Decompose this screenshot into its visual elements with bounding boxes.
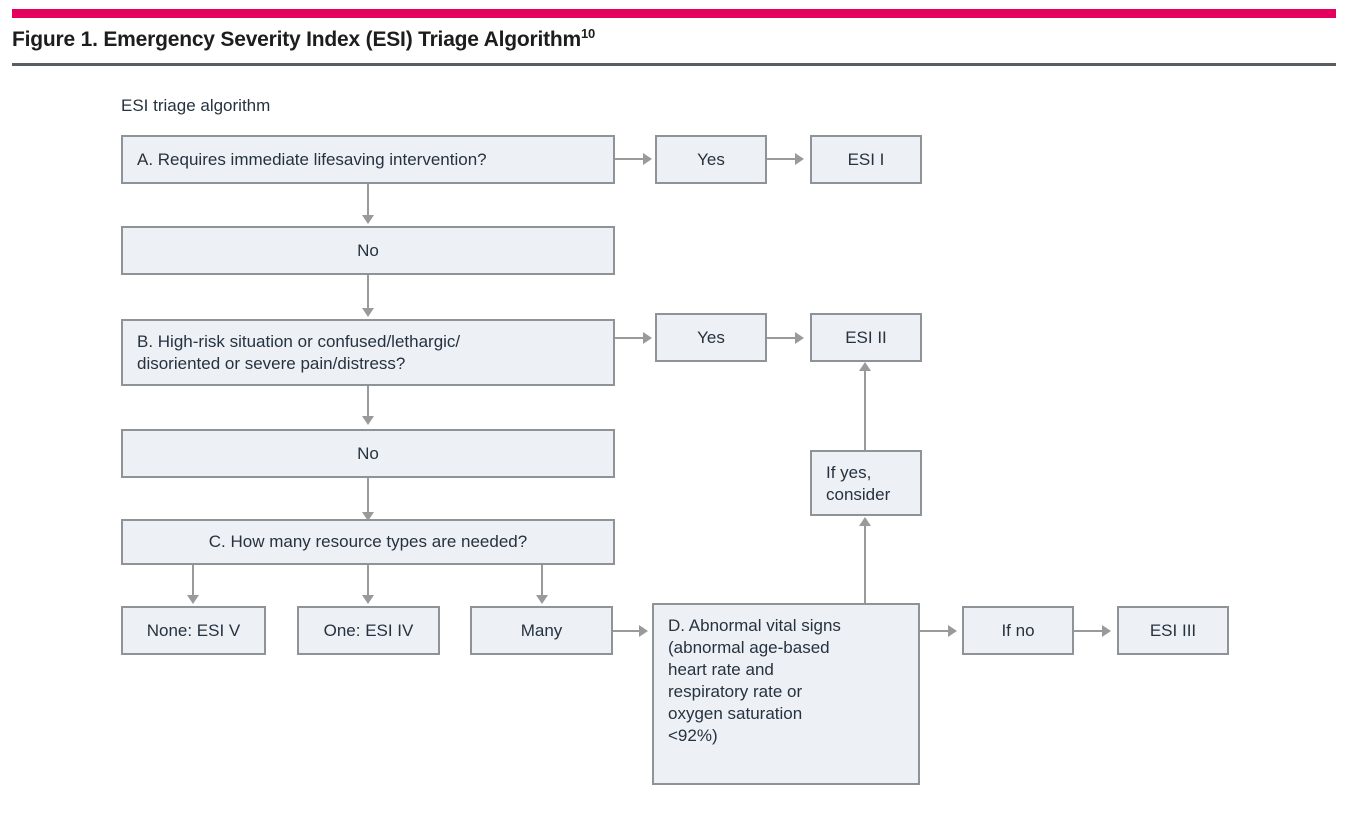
node-b-question-label: B. High-risk situation or confused/letha… — [137, 331, 460, 375]
connector-no1-to-b-arrowhead — [362, 308, 374, 317]
node-if-yes-line1: If yes, — [826, 463, 872, 482]
node-d-line2: (abnormal age-based — [668, 637, 830, 657]
node-c-one: One: ESI IV — [297, 606, 440, 655]
connector-many-to-d-arrowhead — [639, 625, 648, 637]
connector-d-to-ifno-arrowhead — [948, 625, 957, 637]
node-if-yes-consider: If yes, consider — [810, 450, 922, 516]
node-d-question: D. Abnormal vital signs (abnormal age-bas… — [652, 603, 920, 785]
connector-no2-to-c — [367, 478, 369, 514]
node-esi-1-label: ESI I — [847, 149, 885, 169]
node-c-none: None: ESI V — [121, 606, 266, 655]
node-if-no-label: If no — [1001, 620, 1035, 640]
connector-byes-to-esi2 — [767, 337, 797, 339]
node-esi-3: ESI III — [1117, 606, 1229, 655]
node-c-many: Many — [470, 606, 613, 655]
connector-c-to-many — [541, 565, 543, 597]
connector-byes-to-esi2-arrowhead — [795, 332, 804, 344]
node-if-yes-line2: consider — [826, 484, 891, 504]
connector-yes-to-esi1-arrowhead — [795, 153, 804, 165]
connector-a-to-no1 — [367, 184, 369, 217]
node-d-line3: heart rate and — [668, 659, 774, 679]
connector-d-to-ifno — [920, 630, 950, 632]
connector-c-to-many-arrowhead — [536, 595, 548, 604]
connector-many-to-d — [613, 630, 641, 632]
figure-title: Figure 1. Emergency Severity Index (ESI)… — [12, 26, 595, 52]
node-no-1-label: No — [357, 240, 379, 260]
node-b-yes: Yes — [655, 313, 767, 362]
connector-b-to-yes-arrowhead — [643, 332, 652, 344]
node-d-line4: respiratory rate or — [668, 681, 803, 701]
connector-ifno-to-esi3-arrowhead — [1102, 625, 1111, 637]
node-if-no: If no — [962, 606, 1074, 655]
node-esi-2: ESI II — [810, 313, 922, 362]
node-a-question-label: A. Requires immediate lifesaving interve… — [137, 149, 487, 169]
figure-title-text: Figure 1. Emergency Severity Index (ESI)… — [12, 28, 581, 51]
node-a-yes: Yes — [655, 135, 767, 184]
node-no-2: No — [121, 429, 615, 478]
connector-yes-to-esi1 — [767, 158, 797, 160]
connector-no1-to-b — [367, 275, 369, 310]
figure-subheading: ESI triage algorithm — [121, 96, 271, 115]
connector-a-to-yes-arrowhead — [643, 153, 652, 165]
connector-b-to-yes — [615, 337, 645, 339]
node-c-none-label: None: ESI V — [146, 620, 241, 640]
node-b-yes-label: Yes — [697, 327, 725, 347]
connector-c-to-one-arrowhead — [362, 595, 374, 604]
node-esi-3-label: ESI III — [1149, 620, 1197, 640]
connector-no2-to-c-arrowhead — [362, 512, 374, 521]
node-esi-2-label: ESI II — [845, 327, 887, 347]
node-b-question: B. High-risk situation or confused/letha… — [121, 319, 615, 386]
node-d-line1: D. Abnormal vital signs — [668, 616, 841, 635]
connector-c-to-one — [367, 565, 369, 597]
node-d-line5: oxygen saturation — [668, 703, 803, 723]
connector-d-to-ifyes — [864, 525, 866, 603]
figure-title-superscript: 10 — [581, 26, 596, 41]
accent-bar — [12, 9, 1336, 18]
connector-ifyes-to-esi2 — [864, 370, 866, 450]
node-c-many-label: Many — [520, 620, 563, 640]
connector-c-to-none-arrowhead — [187, 595, 199, 604]
connector-ifno-to-esi3 — [1074, 630, 1104, 632]
connector-a-to-no1-arrowhead — [362, 215, 374, 224]
node-esi-1: ESI I — [810, 135, 922, 184]
node-c-question-label: C. How many resource types are needed? — [208, 532, 528, 552]
node-no-1: No — [121, 226, 615, 275]
node-if-yes-consider-label: If yes, consider — [826, 462, 890, 506]
node-a-question: A. Requires immediate lifesaving interve… — [121, 135, 615, 184]
connector-a-to-yes — [615, 158, 645, 160]
node-c-question: C. How many resource types are needed? — [121, 519, 615, 565]
node-d-line6: <92%) — [668, 725, 718, 745]
node-b-question-line2: disoriented or severe pain/distress? — [137, 353, 406, 373]
connector-d-to-ifyes-arrowhead — [859, 517, 871, 526]
title-divider — [12, 63, 1336, 66]
connector-c-to-none — [192, 565, 194, 597]
node-d-question-label: D. Abnormal vital signs (abnormal age-bas… — [668, 615, 841, 747]
connector-b-to-no2 — [367, 386, 369, 418]
node-a-yes-label: Yes — [697, 149, 725, 169]
node-b-question-line1: B. High-risk situation or confused/letha… — [137, 332, 461, 351]
node-no-2-label: No — [357, 443, 379, 463]
connector-ifyes-to-esi2-arrowhead — [859, 362, 871, 371]
connector-b-to-no2-arrowhead — [362, 416, 374, 425]
node-c-one-label: One: ESI IV — [323, 620, 414, 640]
